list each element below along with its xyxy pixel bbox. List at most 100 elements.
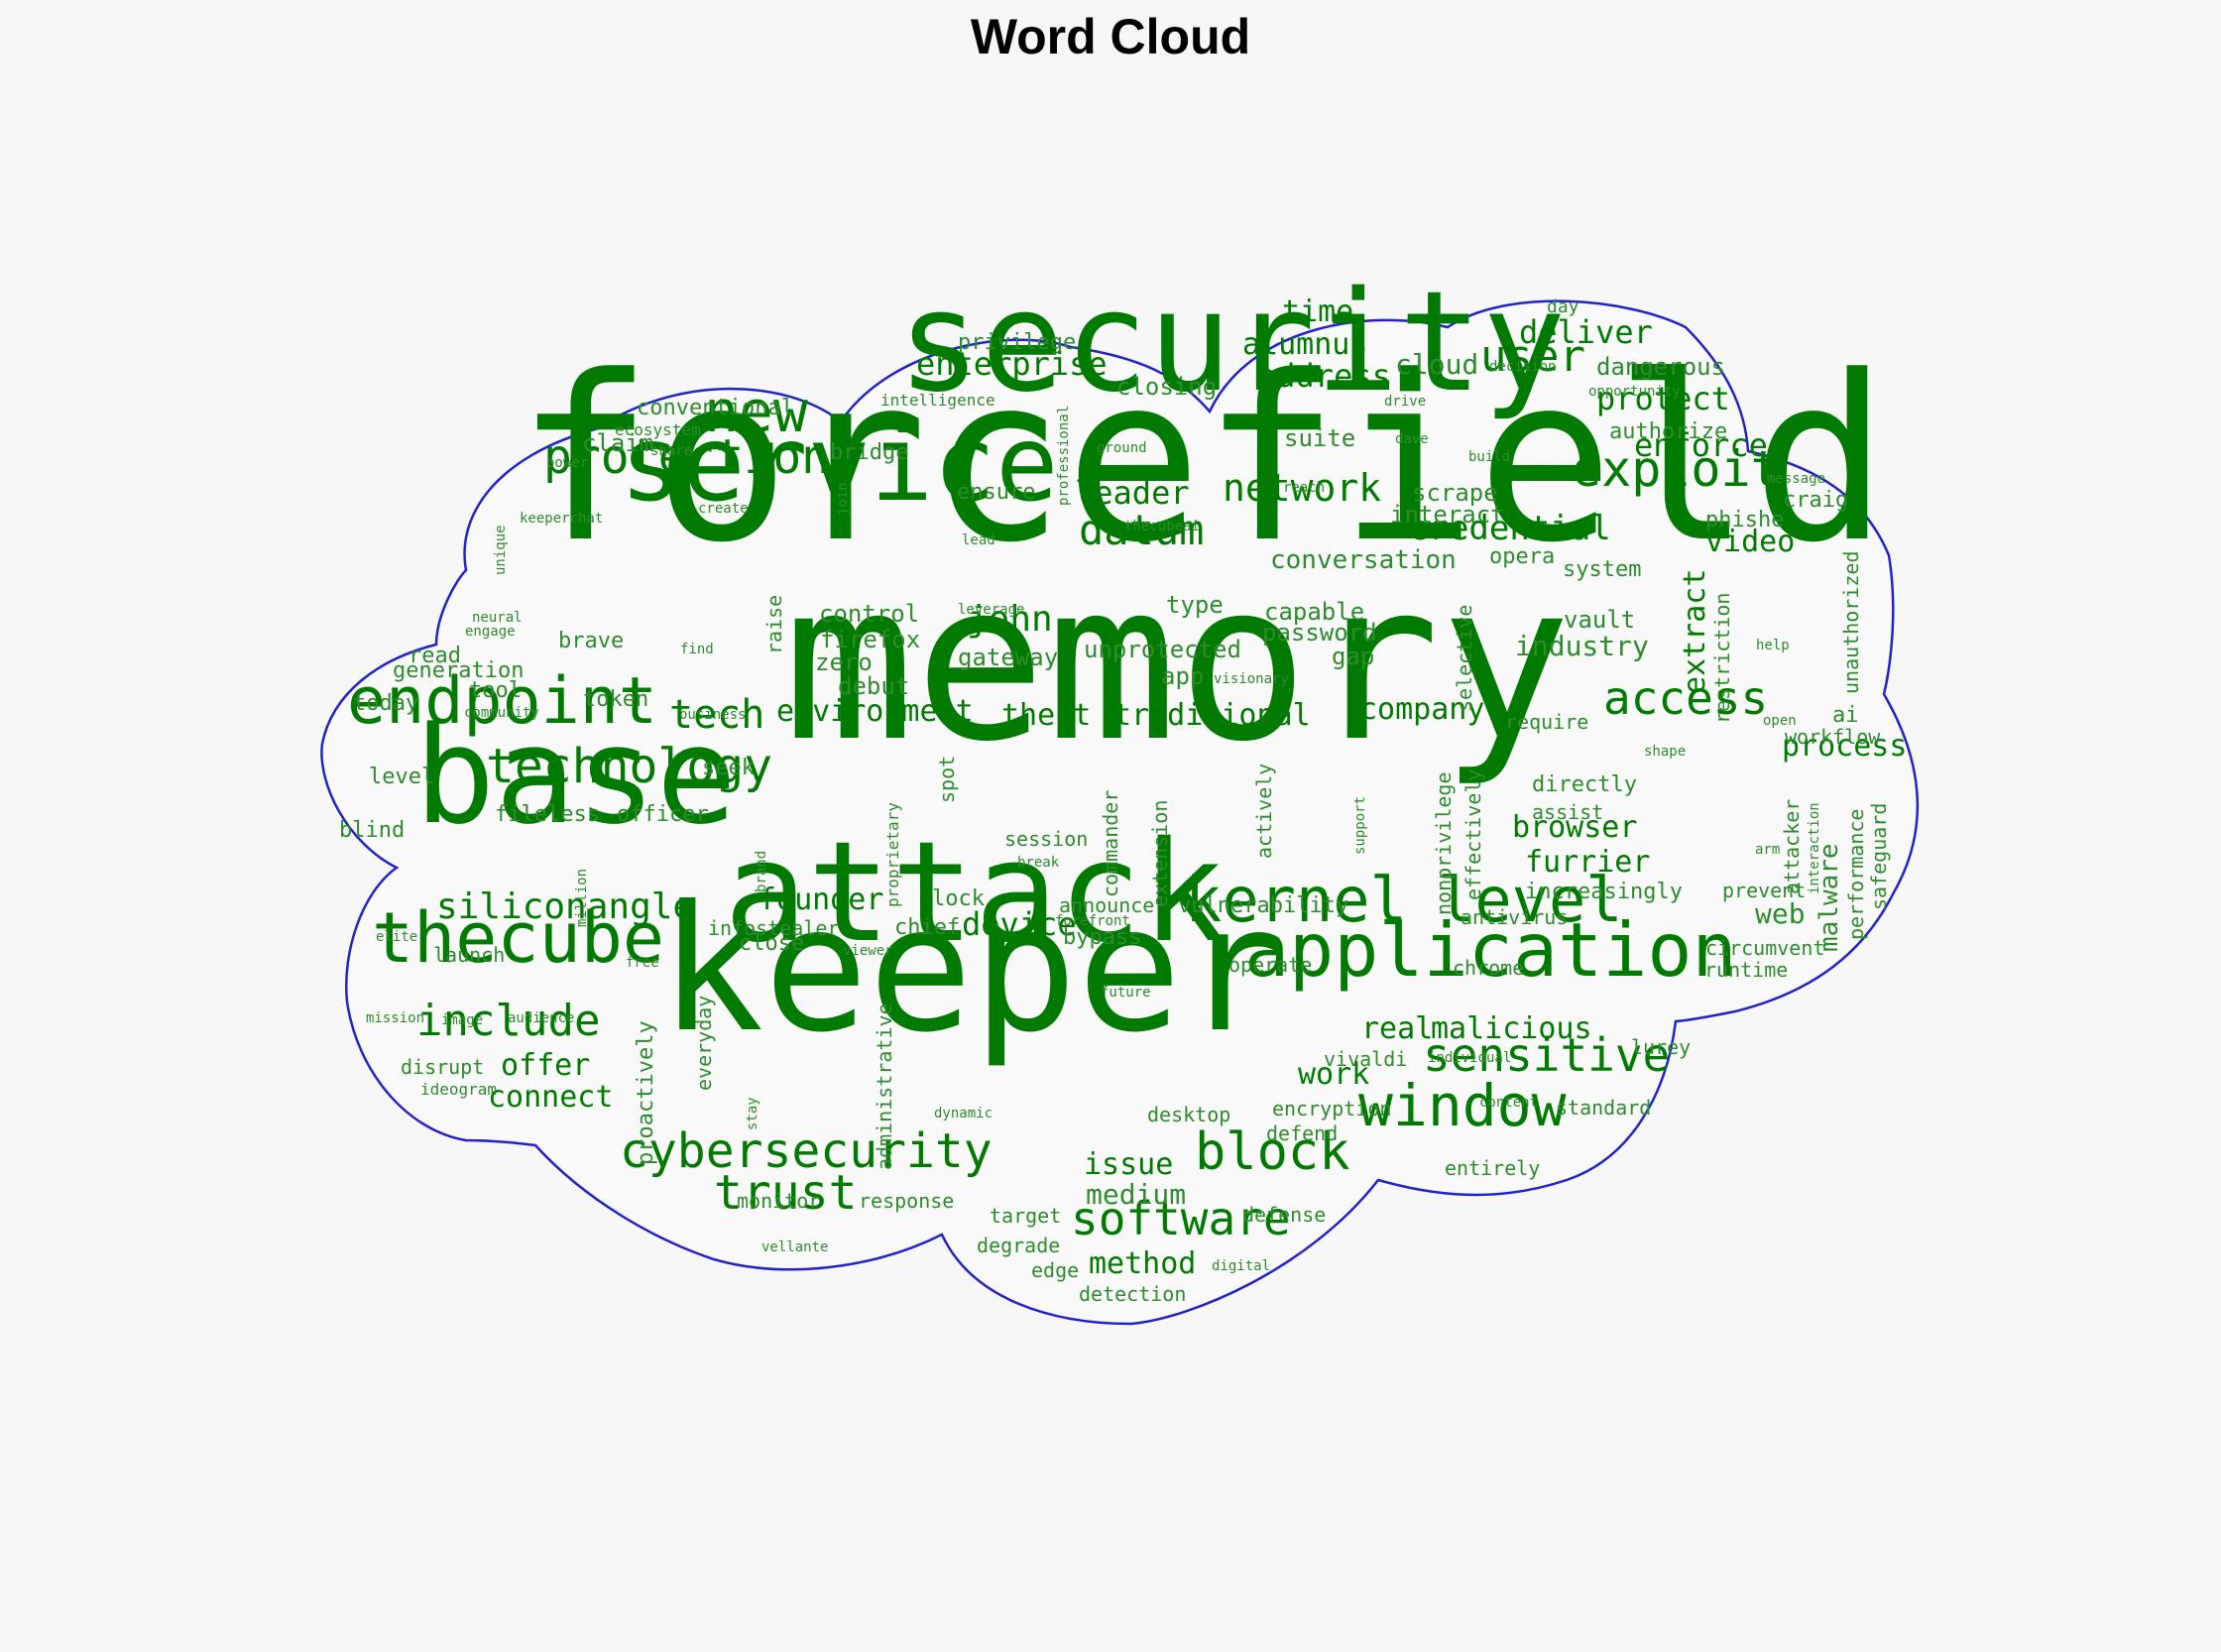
word-administrative: administrative [873, 1003, 896, 1170]
word-leverage: leverage [958, 602, 1025, 619]
word-application: application [1244, 906, 1737, 995]
word-assist: assist [1532, 800, 1604, 824]
word-endpoint: endpoint [347, 663, 658, 739]
word-close: close [739, 931, 805, 957]
word-require: require [1505, 710, 1589, 734]
word-audience: audience [508, 1010, 575, 1027]
word-encryption: encryption [1272, 1097, 1392, 1121]
word-block: block [1195, 1121, 1350, 1182]
word-elite: elite [376, 929, 418, 946]
word-environment: environment [776, 693, 974, 729]
word-time: time [1282, 294, 1354, 329]
word-help: help [1756, 638, 1790, 654]
word-include: include [416, 995, 601, 1046]
chart-title: Word Cloud [970, 9, 1251, 64]
word-work: work [1298, 1056, 1370, 1092]
word-siliconangle: siliconangle [436, 886, 695, 928]
word-officer: officer [617, 802, 709, 828]
word-workflow: workflow [1785, 725, 1881, 749]
word-real: real [1361, 1010, 1434, 1046]
word-digital: digital [1212, 1258, 1271, 1275]
word-security: security [897, 262, 1567, 423]
word-share: share [650, 443, 693, 460]
word-ideogram: ideogram [420, 1080, 498, 1100]
word-enforce: enforce [1634, 425, 1768, 464]
word-bridge: bridge [830, 440, 909, 466]
word-malware: malware [1814, 843, 1844, 952]
word-commander: commander [1099, 789, 1122, 897]
word-reach: reach [1283, 480, 1326, 497]
word-actively: actively [1252, 763, 1276, 859]
word-degrade: degrade [977, 1234, 1061, 1257]
word-raise: raise [762, 594, 786, 654]
word-decision: decision [1489, 359, 1557, 376]
word-entirely: entirely [1445, 1156, 1541, 1180]
word-debut: debut [838, 671, 910, 700]
word-infostealer: infostealer [708, 916, 840, 940]
word-target: target [990, 1204, 1062, 1228]
word-break: break [1017, 855, 1060, 872]
word-service: service [620, 403, 1059, 525]
word-individual: individual [1428, 1050, 1512, 1067]
word-vivaldi: vivaldi [1324, 1047, 1408, 1071]
word-conversation: conversation [1270, 544, 1457, 575]
word-open: open [1763, 713, 1797, 730]
word-protect: protect [1596, 379, 1730, 417]
word-dangerous: dangerous [1596, 352, 1726, 381]
word-restriction: restriction [1710, 592, 1734, 724]
word-engage: engage [465, 624, 516, 641]
word-app: app [1161, 661, 1205, 690]
word-defend: defend [1266, 1121, 1339, 1145]
word-join: join [835, 482, 851, 516]
word-everyday: everyday [692, 995, 716, 1091]
word-stay: stay [745, 1097, 760, 1130]
word-neural: neural [472, 610, 523, 627]
word-free: free [626, 955, 659, 972]
word-drive: drive [1384, 394, 1427, 411]
word-cybersecurity: cybersecurity [620, 1123, 993, 1180]
word-suite: suite [1284, 423, 1356, 452]
word-thecube: thecube [372, 896, 665, 979]
word-company: company [1359, 691, 1485, 727]
word-method: method [1089, 1245, 1197, 1281]
word-browser: browser [1512, 809, 1638, 845]
word-visionary: visionary [1214, 671, 1289, 688]
word-detection: detection [1079, 1282, 1187, 1306]
word-thecubeai: thecubeai [1124, 519, 1200, 535]
word-viewer: viewer [843, 943, 893, 960]
word-circumvent: circumvent [1705, 936, 1825, 960]
word-power: power [546, 455, 589, 472]
word-software: software [1071, 1191, 1291, 1245]
word-find: find [680, 642, 714, 658]
word-prevent: prevent [1722, 879, 1807, 902]
word-business: business [679, 707, 747, 724]
word-industry: industry [1515, 630, 1649, 663]
word-read: read [409, 644, 461, 669]
word-deliver: deliver [1519, 312, 1653, 351]
word-ground: ground [1097, 440, 1147, 457]
word-address: address [1257, 356, 1391, 395]
word-process: process [1782, 728, 1908, 764]
word-sensitive: sensitive [1423, 1027, 1671, 1082]
word-fileless: fileless [495, 802, 600, 828]
word-founder: founder [759, 882, 884, 917]
word-password: password [1262, 618, 1377, 647]
word-zero: zero [815, 648, 873, 676]
word-day: day [1547, 295, 1579, 317]
word-attack: attack [724, 812, 1226, 974]
word-image: image [441, 1012, 484, 1029]
word-safeguard: safeguard [1867, 802, 1891, 910]
word-message: message [1767, 471, 1826, 488]
word-lead: lead [962, 532, 995, 549]
word-response: response [859, 1189, 955, 1213]
word-vellante: vellante [761, 1239, 829, 1256]
word-operate: operate [1228, 953, 1313, 977]
word-issue: issue [1084, 1146, 1174, 1182]
word-standard: standard [1556, 1096, 1652, 1120]
word-extract: extract [1678, 568, 1712, 694]
word-create: create [698, 501, 749, 518]
word-spot: spot [935, 755, 959, 803]
word-support: support [1352, 795, 1368, 855]
word-disrupt: disrupt [401, 1055, 485, 1079]
